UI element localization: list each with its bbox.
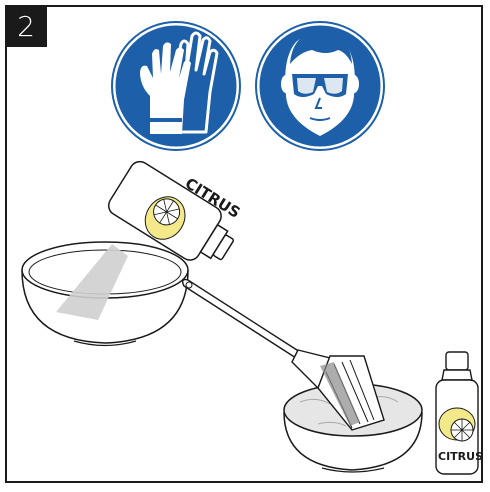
pastry-brush [183,280,384,430]
safety-glasses-icon [256,22,384,150]
lemon-icon [439,408,475,441]
gloves-icon [112,22,240,150]
citrus-label-standing: CITRUS [438,450,483,463]
mixing-bowl-powder [22,242,188,346]
